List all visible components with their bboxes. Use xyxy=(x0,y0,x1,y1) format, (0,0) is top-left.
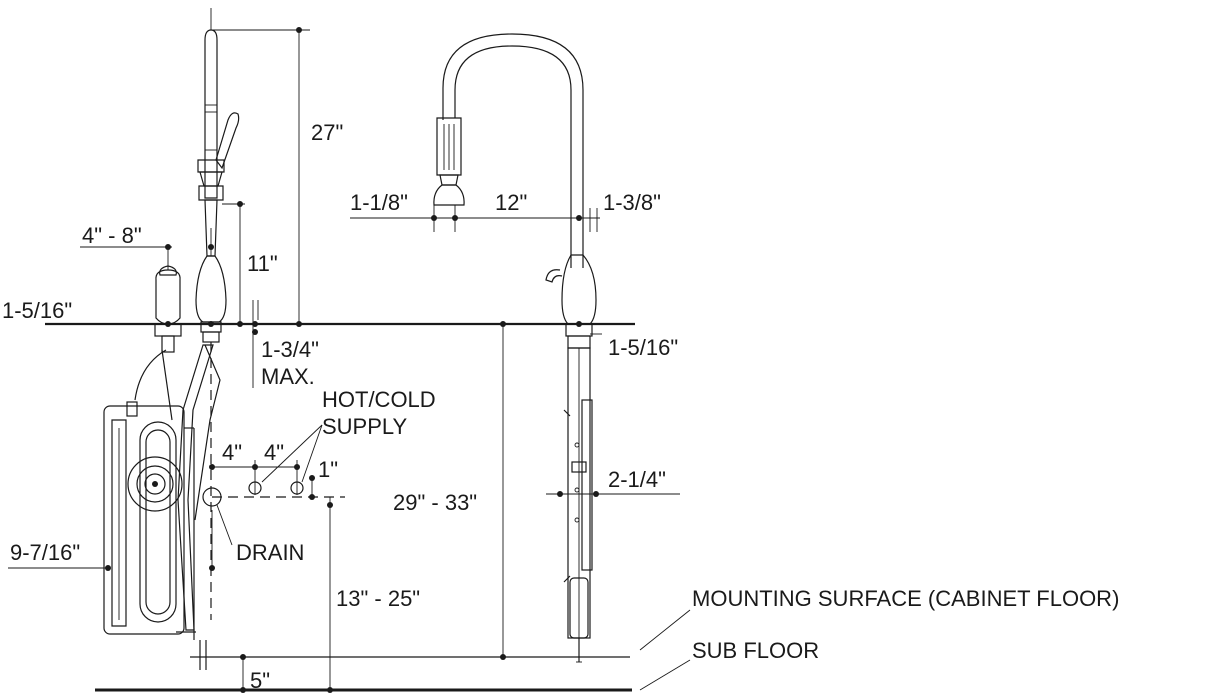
dim-max-label: MAX. xyxy=(261,364,315,389)
sub-floor-label: SUB FLOOR xyxy=(692,638,819,663)
dim-side-spray-spacing: 4" - 8" xyxy=(82,223,142,248)
dim-supply-spacing-1: 4" xyxy=(222,440,242,465)
mounting-surface-label: MOUNTING SURFACE (CABINET FLOOR) xyxy=(692,586,1119,611)
dim-spout-reach: 12" xyxy=(495,190,527,215)
dim-handle-height: 11" xyxy=(247,251,278,276)
drain-label: DRAIN xyxy=(236,540,304,565)
dim-spout-height: 27" xyxy=(311,120,343,145)
dim-shank-width: 2-1/4" xyxy=(608,467,666,492)
dim-supply-offset: 1" xyxy=(318,457,338,482)
side-sprayer xyxy=(154,265,182,353)
dim-floor-gap: 5" xyxy=(250,668,270,693)
dim-deck-thickness-right: 1-5/16" xyxy=(608,335,678,360)
pump-unit xyxy=(103,401,207,670)
hot-cold-label-line1: HOT/COLD xyxy=(322,387,436,412)
dim-deck-thickness-left: 1-5/16" xyxy=(2,298,72,323)
dim-counter-height: 29" - 33" xyxy=(393,490,477,515)
hot-cold-label-line2: SUPPLY xyxy=(322,414,408,439)
dim-unit-height: 9-7/16" xyxy=(10,540,80,565)
dim-spout-base-width: 1-3/8" xyxy=(603,190,661,215)
dim-supply-height: 13" - 25" xyxy=(336,586,420,611)
dim-supply-spacing-2: 4" xyxy=(264,440,284,465)
right-faucet-front-view xyxy=(433,33,597,663)
left-faucet-side-view xyxy=(134,8,240,631)
dim-sprayer-width: 1-1/8" xyxy=(350,190,408,215)
dim-max-deck: 1-3/4" xyxy=(261,337,319,362)
